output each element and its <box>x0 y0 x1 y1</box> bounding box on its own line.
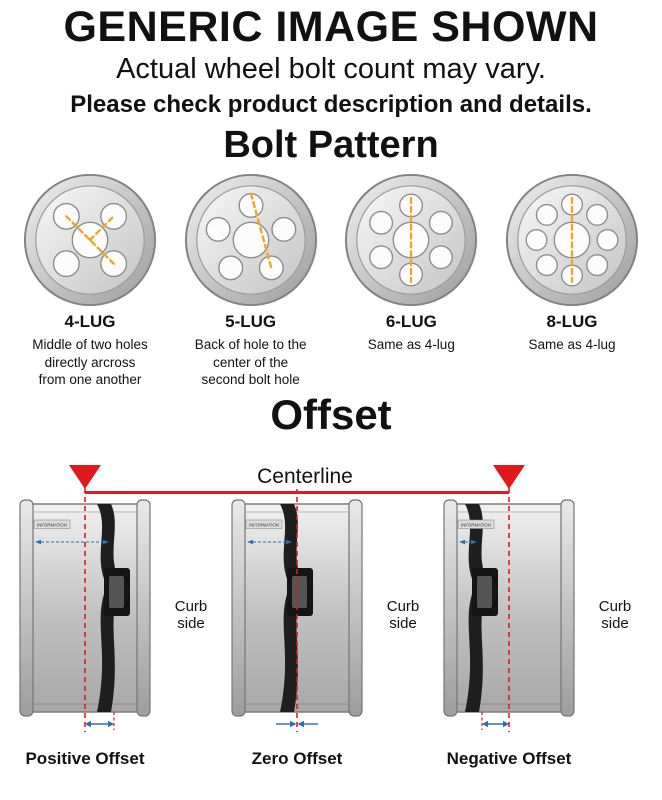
offset-wheel-positive-diagram: INFORMATION <box>19 465 151 733</box>
wheel-card-zero: INFORMATION Zero Offset <box>222 464 372 769</box>
svg-text:INFORMATION: INFORMATION <box>37 523 67 528</box>
lug-label-8: 8-LUG <box>546 312 598 332</box>
svg-text:INFORMATION: INFORMATION <box>461 523 491 528</box>
offset-diagram: Centerline INFORMATION Positive Offset C… <box>0 464 662 769</box>
note-text: Please check product description and det… <box>70 91 592 119</box>
centerline-label: Centerline <box>251 465 359 490</box>
header: GENERIC IMAGE SHOWN Actual wheel bolt co… <box>0 0 662 119</box>
bolt-pattern-heading: Bolt Pattern <box>223 124 439 167</box>
curb-side-label-2: Curb side <box>386 598 420 633</box>
curb-side-label-1: Curb side <box>174 598 208 633</box>
lug-wheel-4-diagram <box>23 174 157 307</box>
offset-section: Offset Centerline INFORMATION Positive O… <box>0 391 662 769</box>
page-title: GENERIC IMAGE SHOWN <box>63 3 599 51</box>
wheel-card-negative: INFORMATION Negative Offset <box>434 464 584 769</box>
offset-label-zero: Zero Offset <box>251 749 343 769</box>
lug-description-5: Back of hole to the center of the second… <box>194 337 307 387</box>
lug-item-8: 8-LUG Same as 4-lug <box>496 171 648 388</box>
lug-item-6: 6-LUG Same as 4-lug <box>335 171 487 388</box>
offset-label-negative: Negative Offset <box>446 749 572 769</box>
curb-side-label-3: Curb side <box>598 598 632 633</box>
lug-row: 4-LUG Middle of two holes directly arcro… <box>0 167 662 388</box>
offset-label-positive: Positive Offset <box>25 749 145 769</box>
offset-wheels-row: INFORMATION Positive Offset Curb side IN… <box>0 464 662 769</box>
lug-wheel-8-diagram <box>505 174 639 307</box>
lug-wheel-6-diagram <box>345 174 478 307</box>
lug-label-6: 6-LUG <box>385 312 437 332</box>
lug-description-4: Middle of two holes directly arcross fro… <box>32 337 148 387</box>
lug-item-4: 4-LUG Middle of two holes directly arcro… <box>14 171 166 388</box>
subtitle: Actual wheel bolt count may vary. <box>116 53 546 86</box>
lug-label-5: 5-LUG <box>225 312 277 332</box>
wheel-card-positive: INFORMATION Positive Offset <box>10 464 160 769</box>
bolt-pattern-section: Bolt Pattern 4-LUG Middle of two holes d… <box>0 125 662 388</box>
lug-label-4: 4-LUG <box>64 312 116 332</box>
lug-item-5: 5-LUG Back of hole to the center of the … <box>175 171 327 388</box>
offset-heading: Offset <box>270 391 392 439</box>
svg-text:INFORMATION: INFORMATION <box>249 523 279 528</box>
offset-wheel-negative-diagram: INFORMATION <box>443 465 575 733</box>
offset-wheel-zero-diagram: INFORMATION <box>231 465 363 733</box>
lug-description-6: Same as 4-lug <box>367 337 455 353</box>
lug-wheel-5-diagram <box>184 174 317 307</box>
lug-description-8: Same as 4-lug <box>528 337 616 353</box>
